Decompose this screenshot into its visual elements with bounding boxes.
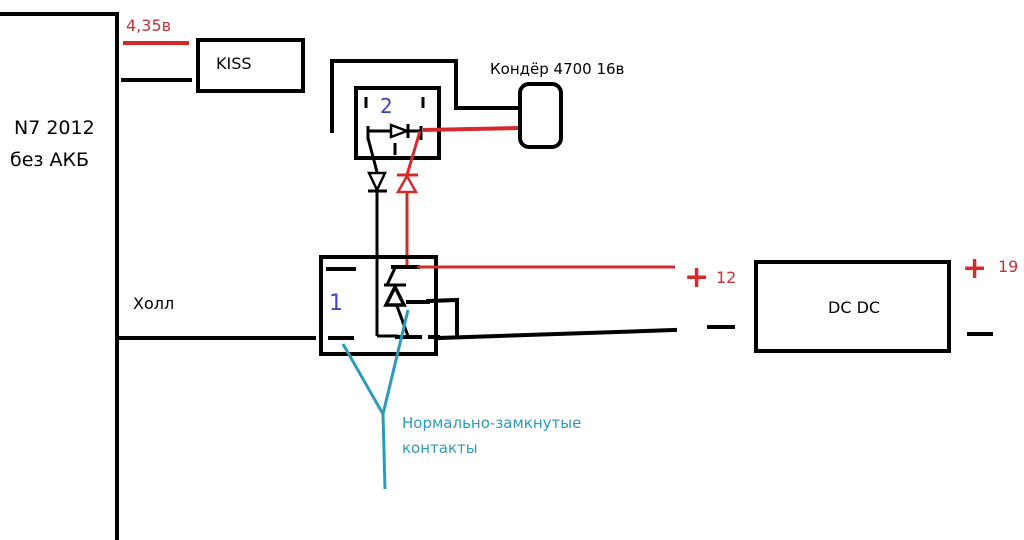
black-diode-link: [366, 137, 387, 336]
kiss-section: 4,35в KISS: [121, 16, 305, 93]
dcdc-output-plus-icon: +: [962, 251, 987, 286]
hall-label: Холл: [133, 294, 174, 313]
dcdc-input-plus-icon: +: [684, 260, 709, 295]
relay-2-diode-icon: [389, 123, 411, 139]
negative-wire: [435, 327, 678, 341]
relay-1-box: [319, 255, 438, 356]
capacitor-negative-wire: [330, 59, 522, 133]
capacitor: Кондёр 4700 16в: [490, 60, 624, 149]
relay-1-jumper-wire: [425, 297, 459, 339]
annotation-line-2: контакты: [402, 439, 478, 457]
relay-2-box: [354, 86, 441, 160]
dcdc-box: [754, 260, 951, 353]
relay-1-internal-wire: [395, 305, 410, 337]
capacitor-positive-wire: [422, 126, 521, 132]
annotation-pointer: [381, 413, 387, 490]
phone-outline: [0, 12, 119, 540]
phone-block: N7 2012 без АКБ: [0, 12, 119, 540]
relay-2: 2: [354, 86, 441, 160]
kiss-voltage-label: 4,35в: [126, 16, 171, 35]
black-link-wire: [366, 137, 379, 173]
red-diode-icon: [395, 173, 419, 194]
red-diode-link: [395, 130, 422, 266]
nc-contacts-annotation: Нормально-замкнутые контакты: [341, 309, 581, 490]
dcdc-label: DC DC: [828, 298, 880, 317]
relay-1: 1: [319, 255, 440, 356]
kiss-label: KISS: [216, 54, 252, 73]
relay-1-internal-wire: [385, 267, 397, 286]
annotation-pointer: [341, 343, 385, 415]
dcdc-output-voltage: 19: [998, 257, 1018, 276]
annotation-line-1: Нормально-замкнутые: [402, 414, 581, 432]
red-link-wire: [405, 130, 422, 176]
capacitor-body: [518, 82, 563, 149]
relay-1-number: 1: [329, 291, 343, 316]
dcdc-input-voltage: 12: [716, 268, 736, 287]
phone-model-label: N7 2012: [14, 117, 95, 139]
relay-1-diode-icon: [383, 283, 407, 307]
dcdc-converter: + 12 DC DC + 19: [684, 251, 1018, 353]
phone-note-label: без АКБ: [10, 149, 89, 171]
kiss-box: [196, 38, 305, 93]
relay-2-number: 2: [380, 94, 393, 118]
black-diode-icon: [367, 171, 387, 193]
annotation-pointer: [381, 309, 410, 415]
capacitor-label: Кондёр 4700 16в: [490, 60, 624, 78]
